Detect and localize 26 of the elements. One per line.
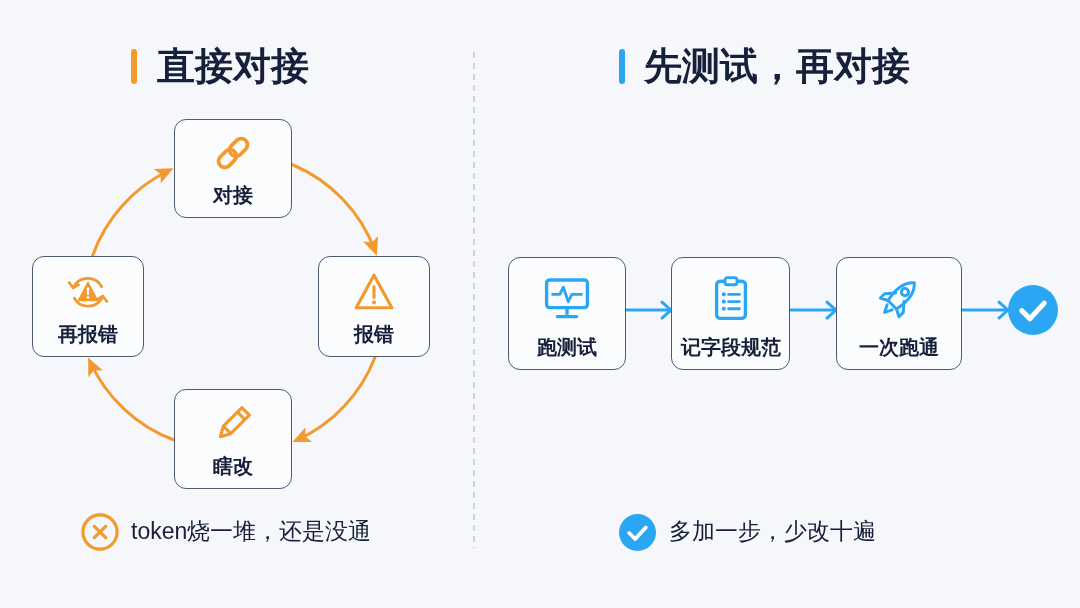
process-box <box>671 257 790 370</box>
process-box <box>174 119 292 218</box>
heading: 直接对接 <box>157 44 309 88</box>
process-box <box>318 256 430 357</box>
check-circle <box>1008 285 1058 335</box>
box-label: 一次跑通 <box>859 335 939 359</box>
arrow <box>624 300 673 320</box>
box-label: 跑测试 <box>537 335 597 359</box>
box-label: 对接 <box>213 183 253 207</box>
note-text: token烧一堆，还是没通 <box>131 517 372 546</box>
box-label: 报错 <box>354 322 394 346</box>
process-box <box>32 256 144 357</box>
arrow <box>292 355 377 443</box>
arrow <box>960 300 1010 320</box>
arrow <box>290 163 378 256</box>
arrow <box>788 300 838 320</box>
process-box <box>174 389 292 489</box>
box-label: 瞎改 <box>213 454 253 478</box>
arrow <box>87 357 176 442</box>
box-label: 记字段规范 <box>680 335 781 359</box>
arrow <box>91 168 174 258</box>
process-box <box>836 257 962 370</box>
heading: 先测试，再对接 <box>644 44 910 88</box>
process-box <box>508 257 626 370</box>
note-text: 多加一步，少改十遍 <box>669 517 876 546</box>
box-label: 再报错 <box>58 322 118 346</box>
